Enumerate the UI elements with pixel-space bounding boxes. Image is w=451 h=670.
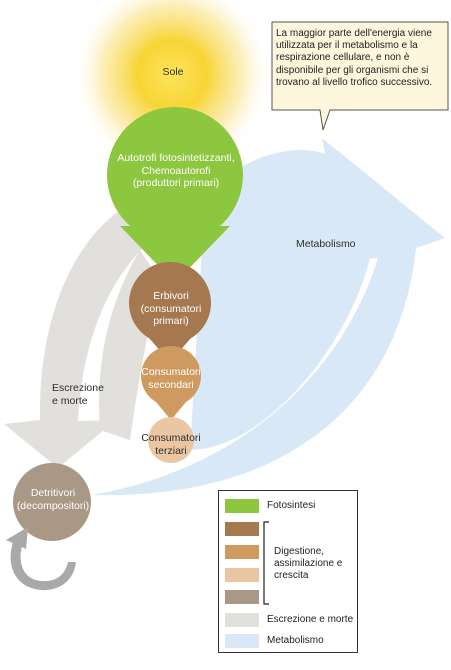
herbivores-label: Erbivori (consumatori primari) <box>140 290 202 328</box>
detritivores-circle <box>13 463 91 541</box>
callout-bubble <box>271 21 449 131</box>
recycle-arrow <box>10 535 77 591</box>
secondary-arrow <box>151 396 191 420</box>
legend-swatch-detritivores <box>225 590 259 604</box>
callout-text: La maggior parte dell'energia viene util… <box>276 28 433 88</box>
legend-swatch-metabolism <box>225 634 259 648</box>
legend-swatch-secondary <box>225 545 259 559</box>
tertiary-circle <box>148 417 194 463</box>
producers-arrow <box>120 226 230 283</box>
legend-label-digestion: Digestione, assimilazione e crescita <box>274 546 343 581</box>
secondary-label: Consumatori secondari <box>141 366 201 391</box>
recycle-arrowhead <box>6 527 28 549</box>
producers-label: Autotrofi fotosintetizzanti, Chemoautoro… <box>117 152 235 190</box>
legend-swatch-photosynthesis <box>225 499 259 513</box>
herbivores-circle <box>129 262 211 344</box>
legend-label-metabolism: Metabolismo <box>267 635 324 646</box>
herbivores-arrow <box>142 330 198 362</box>
metabolism-band <box>190 150 372 451</box>
legend-swatch-herbivores <box>225 522 259 536</box>
legend-bracket <box>263 521 269 605</box>
legend-swatch-tertiary <box>225 568 259 582</box>
producers-circle <box>107 107 243 243</box>
excretion-arrow <box>4 205 152 468</box>
legend-swatch-excretion <box>225 613 259 627</box>
legend-box: Fotosintesi Digestione, assimilazione e … <box>218 490 358 653</box>
legend-label-excretion: Escrezione e morte <box>267 614 354 625</box>
tertiary-label: Consumatori terziari <box>141 432 201 457</box>
secondary-circle <box>141 346 201 406</box>
legend-label-photosynthesis: Fotosintesi <box>267 500 316 511</box>
metabolism-label: Metabolismo <box>296 238 356 250</box>
sun-label: Sole <box>162 66 184 78</box>
detritivores-label: Detritivori (decompositori) <box>16 487 90 512</box>
excretion-label: Escrezione e morte <box>52 382 104 407</box>
